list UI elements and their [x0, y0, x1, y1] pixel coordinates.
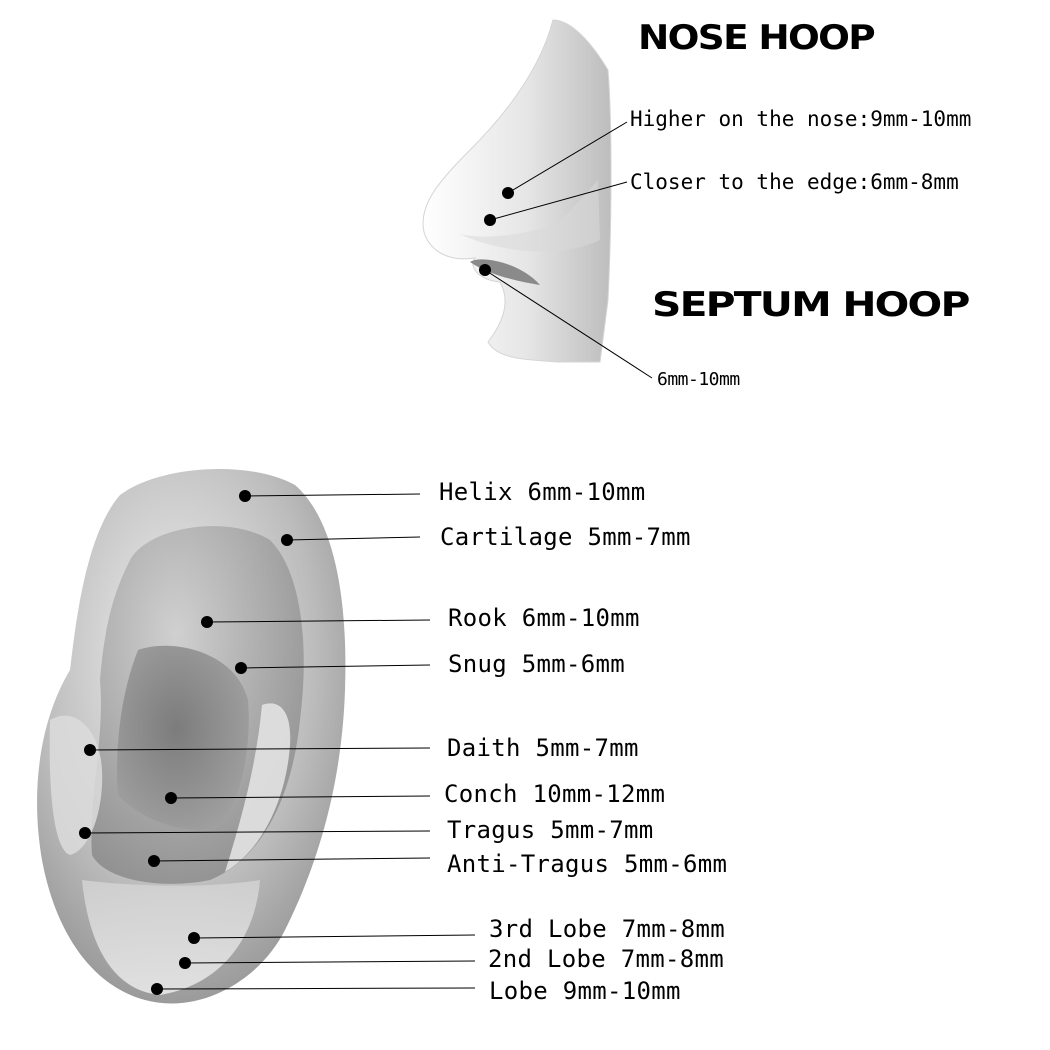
dot-3rd-lobe [188, 932, 200, 944]
dot-2nd-lobe [179, 957, 191, 969]
dot-septum [479, 264, 491, 276]
leader-conch [170, 795, 431, 799]
nose-leaders [479, 121, 653, 379]
label-daith: Daith 5mm-7mm [447, 734, 639, 762]
dot-anti-tragus [148, 855, 160, 867]
label-cartilage: Cartilage 5mm-7mm [440, 523, 691, 551]
ear-illustration [37, 468, 346, 1004]
leader-3rd-lobe [193, 934, 476, 939]
nose-higher-label: Higher on the nose:9mm-10mm [630, 107, 972, 131]
ear-antihelix-ridge [225, 703, 291, 872]
nose-closer-label: Closer to the edge:6mm-8mm [630, 170, 959, 194]
leader-anti-tragus [153, 857, 431, 862]
label-3rd-lobe: 3rd Lobe 7mm-8mm [489, 915, 725, 943]
dot-rook [201, 616, 213, 628]
label-anti-tragus: Anti-Tragus 5mm-6mm [447, 850, 728, 878]
leader-closer [489, 181, 628, 221]
leader-septum [484, 269, 653, 379]
dot-lobe [151, 983, 163, 995]
label-rook: Rook 6mm-10mm [448, 604, 640, 632]
nose-shadow [455, 180, 600, 252]
dot-closer [484, 214, 496, 226]
dot-daith [84, 744, 96, 756]
leader-daith [89, 747, 431, 751]
leader-rook [206, 619, 431, 623]
nose-illustration [422, 19, 612, 363]
leader-snug [240, 664, 431, 669]
leader-lobe [156, 987, 476, 990]
nose-hoop-title: NOSE HOOP [638, 18, 876, 58]
nose-shape [422, 19, 612, 363]
ear-leaders [79, 490, 476, 995]
leader-cartilage [286, 536, 421, 541]
dot-snug [235, 662, 247, 674]
label-conch: Conch 10mm-12mm [444, 780, 666, 808]
septum-size-label: 6mm-10mm [657, 369, 740, 390]
leader-tragus [84, 830, 431, 834]
septum-hoop-title: SEPTUM HOOP [652, 285, 970, 325]
dot-helix [239, 490, 251, 502]
leader-higher [507, 121, 628, 194]
leader-helix [244, 493, 421, 497]
dot-conch [165, 792, 177, 804]
label-tragus: Tragus 5mm-7mm [447, 816, 654, 844]
dot-tragus [79, 827, 91, 839]
label-lobe: Lobe 9mm-10mm [489, 977, 681, 1005]
dot-higher [502, 187, 514, 199]
dot-cartilage [281, 534, 293, 546]
label-2nd-lobe: 2nd Lobe 7mm-8mm [488, 945, 724, 973]
label-snug: Snug 5mm-6mm [448, 650, 625, 678]
ear-lobe [82, 880, 260, 995]
ear-concha [117, 645, 249, 830]
label-helix: Helix 6mm-10mm [439, 478, 646, 506]
leader-2nd-lobe [184, 960, 476, 964]
